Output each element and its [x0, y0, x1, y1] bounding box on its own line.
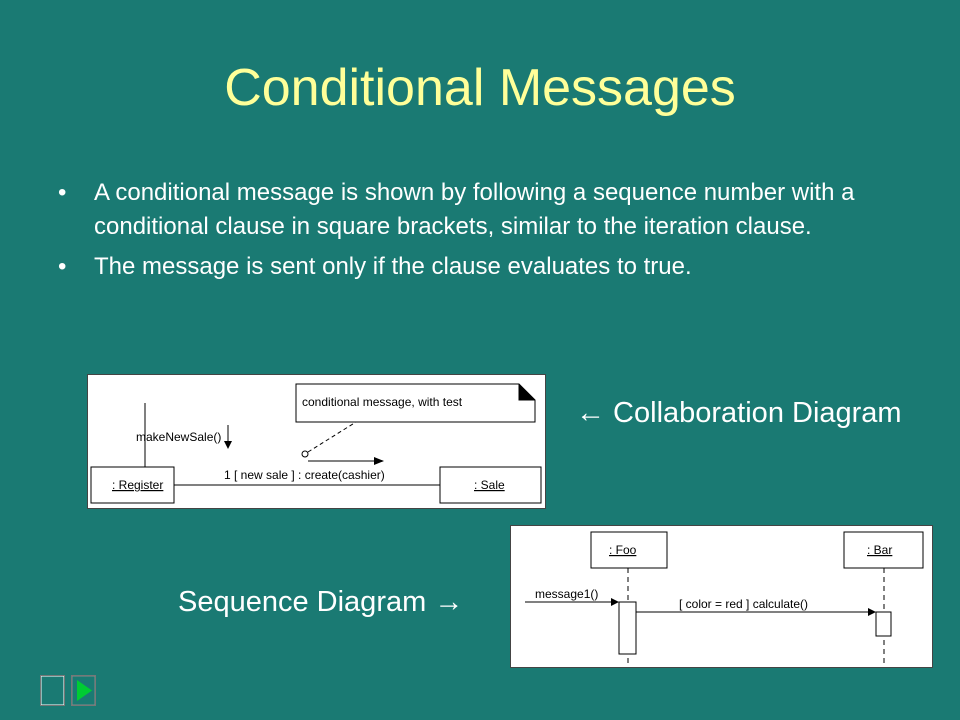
note-box: [295, 383, 536, 423]
sequence-diagram: : Foo : Bar message1() [ color = red ] c…: [510, 525, 933, 668]
next-slide-button[interactable]: [71, 675, 96, 706]
register-object: [90, 466, 175, 504]
message1-label: message1(): [535, 587, 598, 601]
home-button[interactable]: [40, 675, 65, 706]
sequence-diagram-svg: : Foo : Bar message1() [ color = red ] c…: [525, 531, 924, 664]
calculate-arrow-head: [868, 608, 876, 616]
register-label: : Register: [112, 478, 163, 492]
collaboration-caption: ← Collaboration Diagram: [576, 397, 902, 429]
collaboration-diagram-svg: makeNewSale() conditional message, with …: [90, 383, 542, 504]
note-fold: [518, 384, 535, 401]
sequence-caption: Sequence Diagram →: [178, 586, 464, 618]
message-arrow-head: [374, 457, 384, 465]
sale-object: [439, 466, 542, 504]
bar-activation: [875, 611, 892, 637]
incoming-message-label: makeNewSale(): [136, 430, 221, 444]
slide-title: Conditional Messages: [224, 59, 736, 117]
note-text: conditional message, with test: [302, 395, 463, 409]
bullet-icon: •: [58, 253, 67, 280]
message-label: 1 [ new sale ] : create(cashier): [224, 468, 385, 482]
incoming-arrow-head: [224, 441, 232, 449]
message1-arrow-head: [611, 598, 619, 606]
foo-label: : Foo: [609, 543, 637, 557]
sale-label: : Sale: [474, 478, 505, 492]
bar-label: : Bar: [867, 543, 892, 557]
bullet-list: • A conditional message is shown by foll…: [58, 176, 928, 290]
bullet-text: The message is sent only if the clause e…: [94, 253, 692, 280]
note-anchor-circle: [301, 450, 309, 458]
collaboration-diagram: makeNewSale() conditional message, with …: [87, 374, 546, 509]
home-square-icon: [40, 675, 65, 706]
bullet-text: A conditional message is shown by follow…: [94, 179, 855, 240]
bullet-icon: •: [58, 179, 67, 206]
foo-object: [590, 531, 668, 569]
play-arrow-icon: [71, 675, 96, 706]
bullet-item: • The message is sent only if the clause…: [58, 250, 928, 284]
note-anchor: [307, 421, 357, 453]
foo-activation: [618, 601, 637, 655]
bullet-item: • A conditional message is shown by foll…: [58, 176, 928, 244]
calculate-label: [ color = red ] calculate(): [679, 597, 808, 611]
